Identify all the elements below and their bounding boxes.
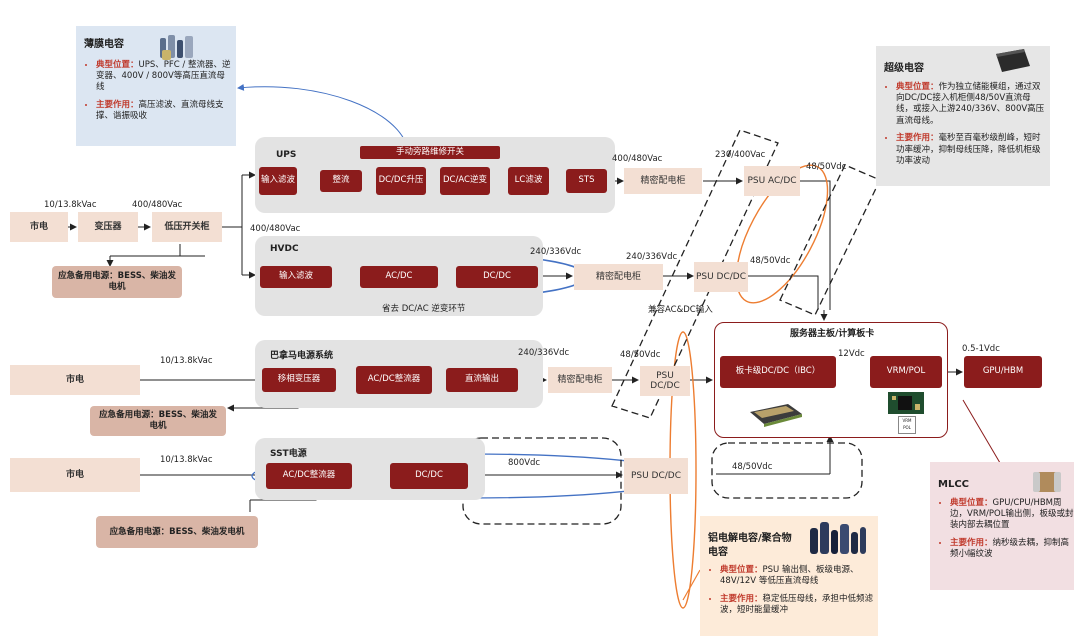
ups-rectifier: 整流 xyxy=(320,170,362,192)
hvdc-psu: PSU DC/DC xyxy=(694,262,748,292)
film-cap-title: 薄膜电容 xyxy=(84,39,124,50)
panama-grid-box: 市电 xyxy=(10,365,140,395)
hvdc-48v-label: 48/50Vdc xyxy=(750,256,791,266)
alu-cap-title: 铝电解电容/聚合物电容 xyxy=(708,533,792,558)
panama-acdc: AC/DC整流器 xyxy=(356,366,432,394)
mlcc-position: 典型位置：GPU/CPU/HBM周边，VRM/POL输出侧，板级或封装内部去耦位… xyxy=(950,498,1074,532)
ups-bypass-switch: 手动旁路维修开关 xyxy=(360,146,500,159)
sst-dcdc: DC/DC xyxy=(390,463,468,489)
ups-output-voltage: 400/480Vac xyxy=(612,154,663,164)
panama-dc-output: 直流输出 xyxy=(446,368,518,392)
row1-grid-box: 市电 xyxy=(10,212,68,242)
hvdc-cabinet: 精密配电柜 xyxy=(574,264,663,290)
panama-backup-box: 应急备用电源：BESS、柴油发电机 xyxy=(90,406,226,436)
vrm-module-image xyxy=(888,392,924,414)
film-cap-image xyxy=(158,32,198,62)
supercap-text: 超级电容 典型位置：作为独立储能模组，通过双向DC/DC接入机柜侧48/50V直… xyxy=(884,62,1046,174)
pol-mini-label: POL xyxy=(903,425,911,430)
film-cap-text: 薄膜电容 典型位置：UPS、PFC / 整流器、逆变器、400V / 800V等… xyxy=(84,38,232,129)
ups-48v-label: 48/50Vdc xyxy=(806,162,847,172)
hvdc-title: HVDC xyxy=(270,244,299,254)
sst-psu: PSU DC/DC xyxy=(624,458,688,494)
vrm-pol-mini-diagram: VRM POL xyxy=(898,416,916,434)
supercap-title: 超级电容 xyxy=(884,63,924,74)
film-cap-role: 主要作用：高压滤波、直流母线支撑、谐振吸收 xyxy=(96,100,232,123)
sst-grid-voltage: 10/13.8kVac xyxy=(160,455,213,465)
sst-acdc: AC/DC整流器 xyxy=(266,463,352,489)
server-core-voltage: 0.5-1Vdc xyxy=(962,344,1000,354)
sst-backup-box: 应急备用电源：BESS、柴油发电机 xyxy=(96,516,258,548)
alu-cap-role: 主要作用：稳定低压母线，承担中低频滤波，短时能量缓冲 xyxy=(720,594,876,617)
supercap-image xyxy=(994,46,1032,74)
ups-psu: PSU AC/DC xyxy=(744,166,800,196)
ups-lc-filter: LC滤波 xyxy=(508,167,549,195)
panama-title: 巴拿马电源系统 xyxy=(270,351,334,361)
hvdc-input-filter: 输入滤波 xyxy=(260,266,332,288)
alu-cap-position: 典型位置：PSU 输出侧、板级电源、48V/12V 等低压直流母线 xyxy=(720,565,876,588)
ibc-module-image xyxy=(748,400,804,428)
sst-title: SST电源 xyxy=(270,449,307,459)
mlcc-title: MLCC xyxy=(938,479,970,490)
panama-grid-voltage: 10/13.8kVac xyxy=(160,356,213,366)
ups-cabinet: 精密配电柜 xyxy=(624,168,702,194)
panama-psu: PSU DC/DC xyxy=(640,366,690,396)
row1-backup-box: 应急备用电源：BESS、柴油发电机 xyxy=(52,266,182,298)
alu-cap-text: 铝电解电容/聚合物电容 典型位置：PSU 输出侧、板级电源、48V/12V 等低… xyxy=(708,532,876,623)
mlcc-role: 主要作用：纳秒级去耦，抑制高频小幅纹波 xyxy=(950,538,1074,561)
ups-input-filter: 输入滤波 xyxy=(259,167,297,195)
panama-phase-transformer: 移相变压器 xyxy=(262,368,336,392)
server-title: 服务器主板/计算板卡 xyxy=(790,329,875,339)
row1-lv-cabinet-box: 低压开关柜 xyxy=(152,212,222,242)
ups-dcdc-boost: DC/DC升压 xyxy=(376,167,426,195)
panama-48v-label: 48/50Vdc xyxy=(620,350,661,360)
supercap-role: 主要作用：毫秒至百毫秒级削峰，短时功率缓冲，抑制母线压降，降低机柜级功率波动 xyxy=(896,133,1046,167)
hvdc-caption: 省去 DC/AC 逆变环节 xyxy=(382,304,466,314)
row1-trans-voltage: 400/480Vac xyxy=(132,200,183,210)
hvdc-output-voltage: 240/336Vdc xyxy=(530,247,582,257)
alu-cap-image xyxy=(808,518,868,558)
sst-grid-box: 市电 xyxy=(10,458,140,492)
panama-output-voltage: 240/336Vdc xyxy=(518,348,570,358)
hvdc-dcdc: DC/DC xyxy=(456,266,538,288)
server-12v-label: 12Vdc xyxy=(838,349,865,359)
row1-transformer-box: 变压器 xyxy=(78,212,138,242)
row1-hvdc-in-voltage: 400/480Vac xyxy=(250,224,301,234)
row1-grid-voltage: 10/13.8kVac xyxy=(44,200,97,210)
server-ibc: 板卡级DC/DC（IBC） xyxy=(720,356,836,388)
sst-48v-label: 48/50Vdc xyxy=(732,462,773,472)
panama-cabinet: 精密配电柜 xyxy=(548,367,612,393)
gpu-hbm-box: GPU/HBM xyxy=(964,356,1042,388)
supercap-position: 典型位置：作为独立储能模组，通过双向DC/DC接入机柜侧48/50V直流母线，或… xyxy=(896,82,1046,128)
hvdc-cabinet-voltage: 240/336Vdc xyxy=(626,252,678,262)
sst-800v-label: 800Vdc xyxy=(508,458,541,468)
hvdc-acdc: AC/DC xyxy=(360,266,438,288)
vrm-mini-label: VRM xyxy=(902,418,912,423)
mlcc-image xyxy=(1030,466,1064,496)
film-cap-note xyxy=(76,26,236,146)
hvdc-compat-label: 兼容AC&DC输入 xyxy=(648,305,713,315)
mlcc-text: MLCC 典型位置：GPU/CPU/HBM周边，VRM/POL输出侧，板级或封装… xyxy=(938,478,1074,567)
ups-sts: STS xyxy=(566,169,607,193)
supercap-note xyxy=(876,46,1050,186)
ups-title: UPS xyxy=(276,150,297,160)
ups-psu-voltage: 230/400Vac xyxy=(715,150,766,160)
server-vrm-pol: VRM/POL xyxy=(870,356,942,388)
film-cap-position: 典型位置：UPS、PFC / 整流器、逆变器、400V / 800V等高压直流母… xyxy=(96,60,232,94)
ups-dcac-inverter: DC/AC逆变 xyxy=(440,167,490,195)
